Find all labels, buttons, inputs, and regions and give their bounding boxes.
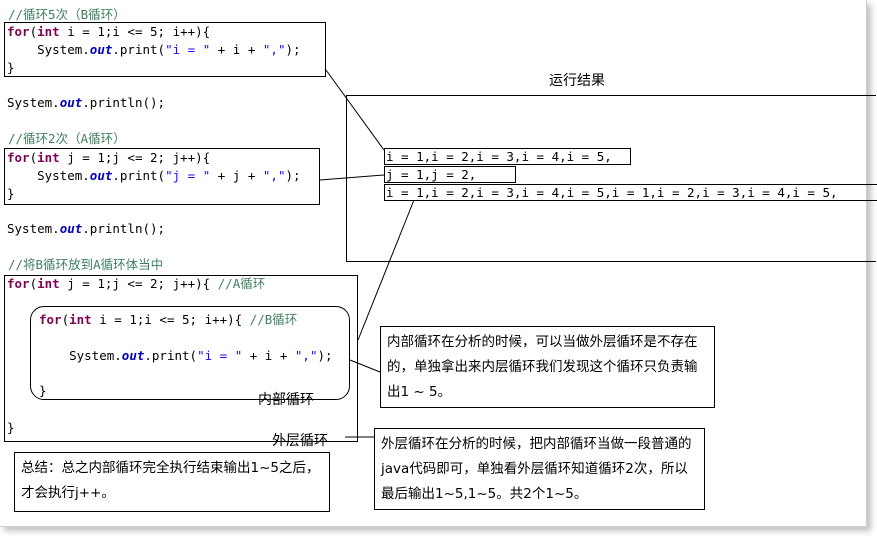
connector-inner-note: [349, 359, 381, 373]
code-comment-b: //循环5次（B循环）: [8, 7, 126, 22]
code-line-b-close: }: [7, 60, 15, 75]
result-line1: i = 1,i = 2,i = 3,i = 4,i = 5,: [386, 149, 612, 164]
code-line-a-for: for(int j = 1;j <= 2; j++){: [7, 150, 211, 165]
note-summary: 总结：总之内部循环完全执行结束输出1~5之后，才会执行j++。: [14, 452, 330, 512]
code-line-inner-close: }: [39, 383, 47, 398]
label-outer-loop: 外层循环: [272, 433, 328, 449]
code-box-inner: [30, 306, 350, 400]
code-line-a-close: }: [7, 186, 15, 201]
connector-nested-to-line3: [357, 199, 415, 341]
code-box-b: [4, 22, 326, 77]
code-println-1: System.out.println();: [7, 95, 166, 110]
code-comment-nested: //将B循环放到A循环体当中: [8, 257, 164, 272]
result-line2-box: [384, 166, 516, 183]
result-line2: j = 1,j = 2,: [386, 167, 477, 182]
connector-a-to-line2: [319, 174, 385, 181]
code-println-2: System.out.println();: [7, 221, 166, 236]
result-panel: [346, 95, 876, 262]
result-line3-box: [384, 184, 877, 201]
code-comment-a: //循环2次（A循环）: [8, 131, 126, 146]
code-line-a-print: System.out.print("j = " + j + ",");: [7, 168, 301, 183]
label-inner-loop: 内部循环: [258, 392, 314, 408]
diagram-frame: [0, 0, 867, 527]
code-box-a: [4, 148, 320, 205]
note-inner-loop: 内部循环在分析的时候，可以当做外层循环是不存在的，单独拿出来内层循环我们发现这个…: [380, 326, 715, 408]
connector-b-to-line1: [325, 69, 385, 151]
result-line3: i = 1,i = 2,i = 3,i = 4,i = 5,i = 1,i = …: [386, 185, 838, 200]
code-line-inner-for: for(int i = 1;i <= 5; i++){ //B循环: [39, 312, 298, 327]
code-box-outer: [4, 275, 358, 442]
code-line-outer-for: for(int j = 1;j <= 2; j++){ //A循环: [7, 276, 266, 291]
result-line1-box: [384, 148, 631, 165]
code-line-inner-print: System.out.print("i = " + i + ",");: [39, 348, 333, 363]
code-line-outer-close: }: [7, 420, 15, 435]
note-outer-loop: 外层循环在分析的时候，把内部循环当做一段普通的java代码即可，单独看外层循环知…: [374, 428, 705, 510]
code-line-b-print: System.out.print("i = " + i + ",");: [7, 42, 301, 57]
code-line-b-for: for(int i = 1;i <= 5; i++){: [7, 24, 211, 39]
result-title: 运行结果: [549, 73, 605, 89]
